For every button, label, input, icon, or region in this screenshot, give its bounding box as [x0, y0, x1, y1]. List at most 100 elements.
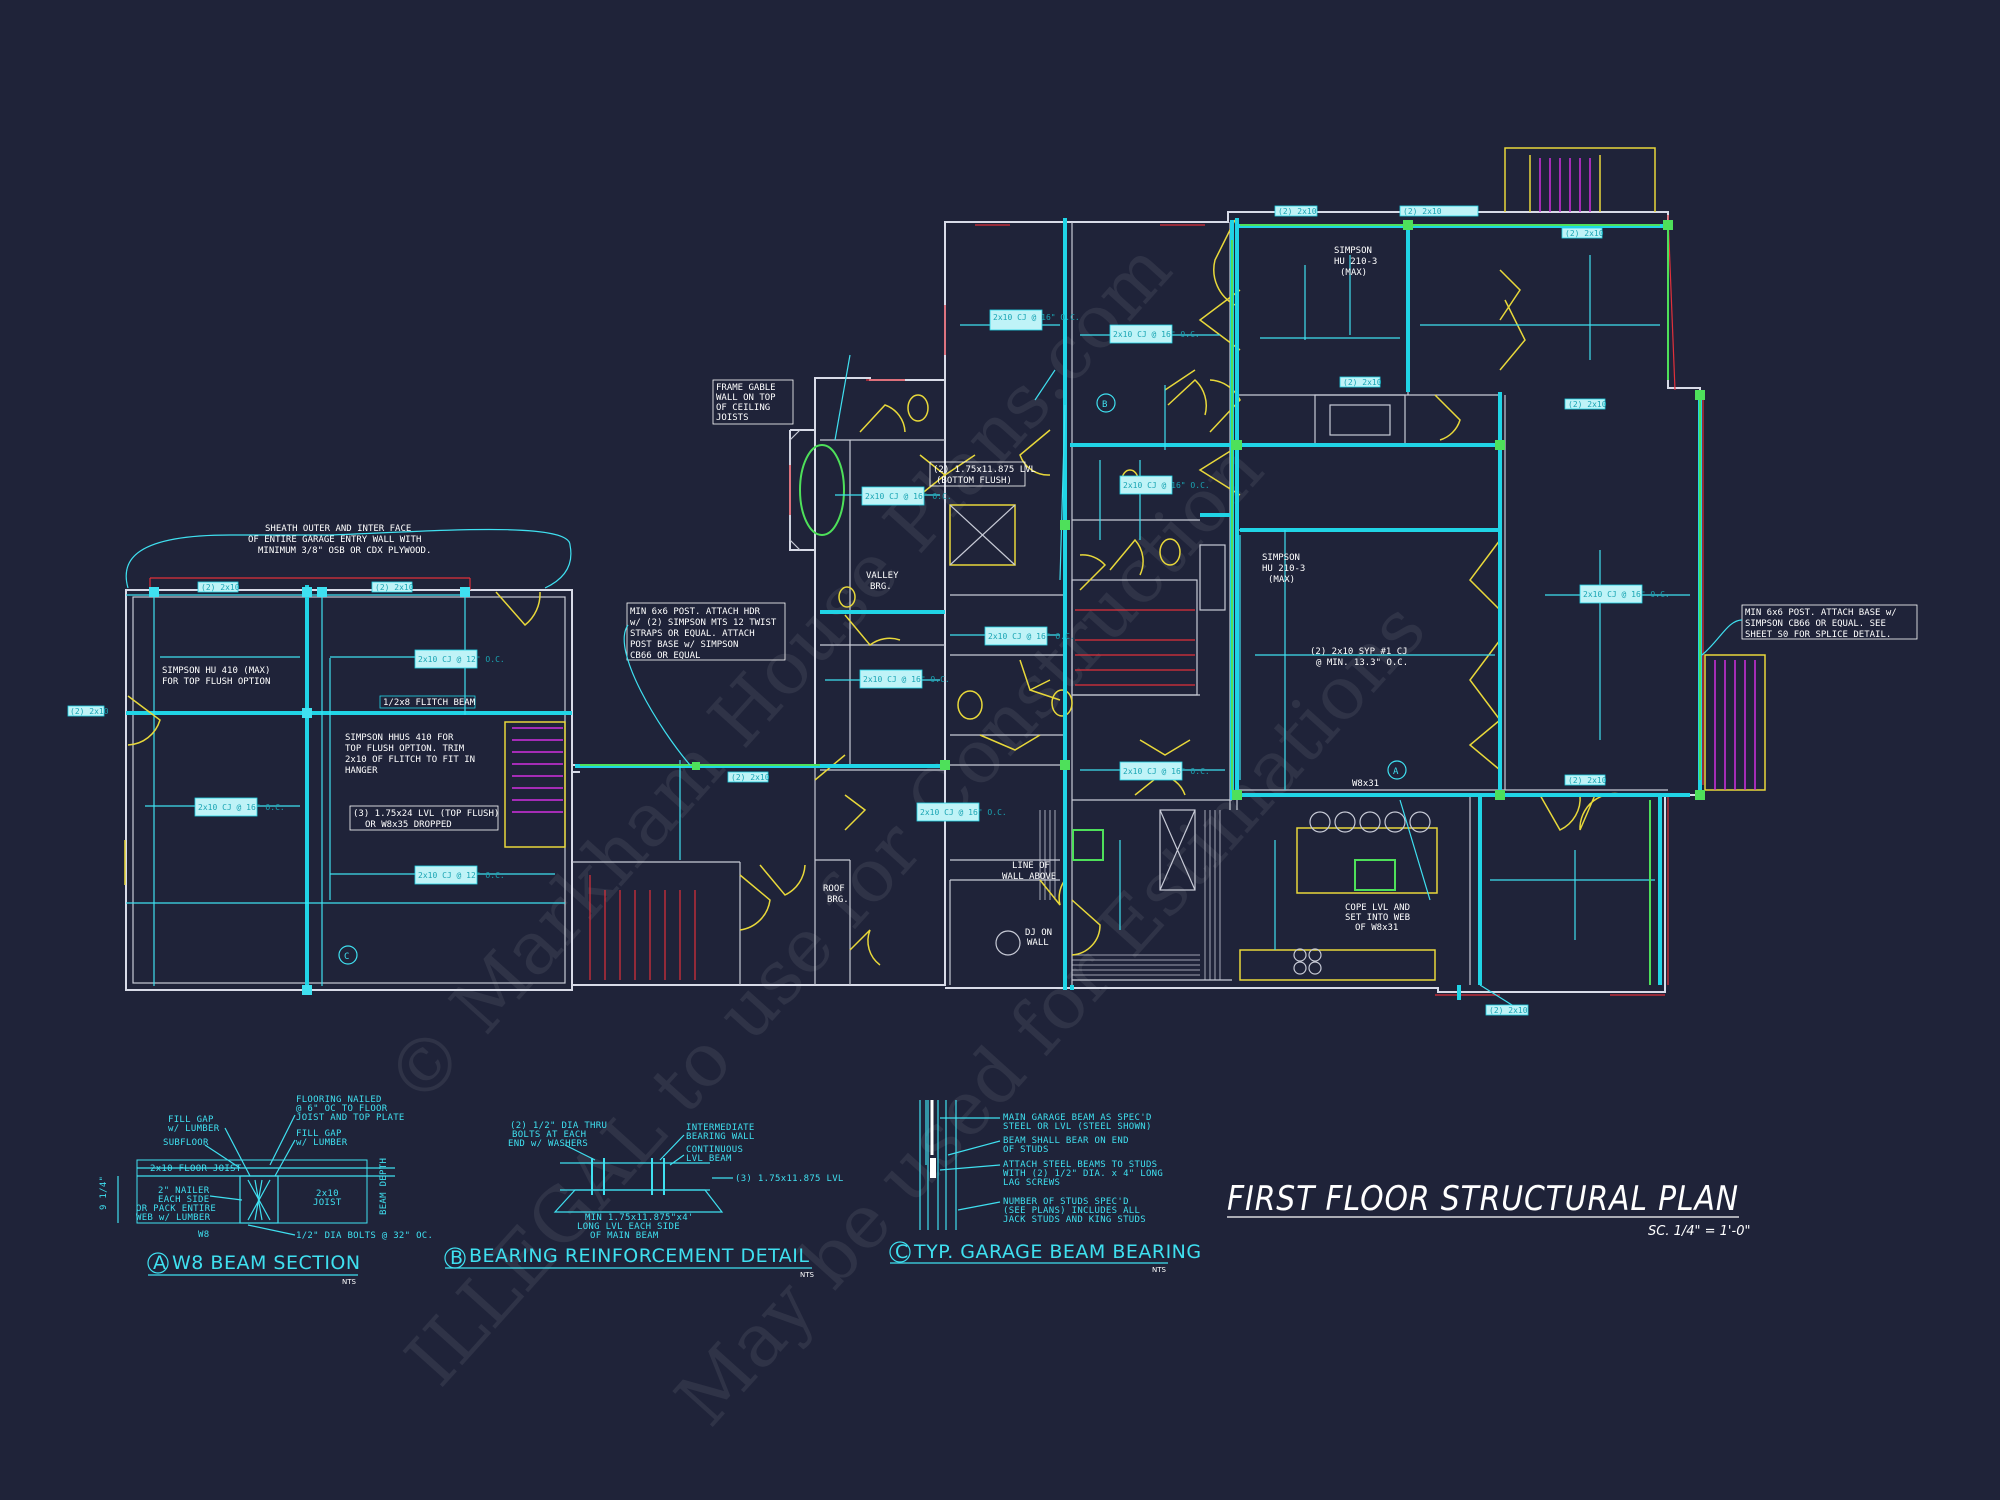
svg-text:CONTINUOUS: CONTINUOUS: [686, 1145, 743, 1155]
svg-text:SHEATH OUTER AND INTER FACE: SHEATH OUTER AND INTER FACE: [265, 524, 411, 534]
svg-text:WITH (2) 1/2" DIA. x 4" LONG: WITH (2) 1/2" DIA. x 4" LONG: [1003, 1169, 1163, 1179]
svg-text:FILL GAP: FILL GAP: [168, 1115, 214, 1125]
svg-text:2x10 CJ @ 16" O.C.: 2x10 CJ @ 16" O.C.: [988, 632, 1075, 641]
grid-bubbles: A B C: [338, 393, 1407, 965]
cj-label: 2x10 CJ @ 16" O.C.: [984, 626, 1075, 646]
svg-text:STEEL OR LVL (STEEL SHOWN): STEEL OR LVL (STEEL SHOWN): [1003, 1122, 1152, 1132]
svg-text:(3) 1.75x11.875 LVL: (3) 1.75x11.875 LVL: [735, 1174, 844, 1184]
svg-text:(2) 1.75x11.875 LVL: (2) 1.75x11.875 LVL: [933, 465, 1036, 475]
svg-text:C: C: [344, 952, 350, 962]
svg-text:(2) 2x10: (2) 2x10: [1343, 378, 1382, 387]
svg-text:B: B: [450, 1247, 464, 1269]
svg-text:(2) 2x10: (2) 2x10: [1568, 776, 1607, 785]
svg-text:CB66 OR EQUAL: CB66 OR EQUAL: [630, 651, 700, 661]
note-hu210-mid: SIMPSON HU 210-3 (MAX): [1262, 553, 1305, 585]
cj-label: 2x10 CJ @ 16" O.C.: [1119, 475, 1210, 495]
svg-text:2x10 CJ @ 16" O.C.: 2x10 CJ @ 16" O.C.: [993, 313, 1080, 322]
svg-text:2x10 CJ @ 16" O.C.: 2x10 CJ @ 16" O.C.: [1123, 767, 1210, 776]
grid-bubble-a: A: [1387, 760, 1407, 780]
note-dj: DJ ON WALL: [1025, 928, 1052, 948]
svg-text:HANGER: HANGER: [345, 766, 378, 776]
note-syp: (2) 2x10 SYP #1 CJ @ MIN. 13.3" O.C.: [1310, 647, 1408, 668]
cj-label: 2x10 CJ @ 16" O.C.: [989, 309, 1080, 331]
cj-label: 2x10 CJ @ 16" O.C.: [1109, 324, 1200, 344]
openings: [789, 214, 1704, 996]
svg-text:w/ (2) SIMPSON MTS 12 TWIST: w/ (2) SIMPSON MTS 12 TWIST: [630, 618, 777, 628]
svg-text:(2) 2x10: (2) 2x10: [201, 583, 240, 592]
grid-bubble-c: C: [338, 945, 358, 965]
svg-text:BRG.: BRG.: [827, 895, 849, 905]
svg-text:OF STUDS: OF STUDS: [1003, 1145, 1049, 1155]
svg-text:(2) 2x10: (2) 2x10: [1403, 207, 1442, 216]
sm-label: (2) 2x10: [1561, 227, 1604, 239]
svg-text:NTS: NTS: [800, 1271, 815, 1279]
svg-text:1/2" DIA BOLTS @ 32" OC.: 1/2" DIA BOLTS @ 32" OC.: [296, 1231, 433, 1241]
svg-text:WALL ABOVE: WALL ABOVE: [1002, 872, 1056, 882]
svg-text:OR PACK ENTIRE: OR PACK ENTIRE: [136, 1204, 216, 1214]
plan-notes: SHEATH OUTER AND INTER FACE OF ENTIRE GA…: [162, 246, 1918, 948]
svg-text:W8: W8: [198, 1230, 209, 1240]
svg-text:2x10 CJ @ 16" O.C.: 2x10 CJ @ 16" O.C.: [1583, 590, 1670, 599]
cj-label: 2x10 CJ @ 16" O.C.: [1119, 761, 1210, 781]
svg-text:ATTACH STEEL BEAMS TO STUDS: ATTACH STEEL BEAMS TO STUDS: [1003, 1160, 1157, 1170]
note-w8x31: W8x31: [1352, 779, 1379, 789]
door-swings: [739, 219, 1626, 966]
svg-text:LAG SCREWS: LAG SCREWS: [1003, 1178, 1060, 1188]
svg-text:WALL: WALL: [1027, 938, 1049, 948]
cj-label: 2x10 CJ @ 16" O.C.: [916, 802, 1007, 822]
svg-text:1/2x8 FLITCH BEAM: 1/2x8 FLITCH BEAM: [383, 698, 476, 708]
note-flitch: 1/2x8 FLITCH BEAM: [379, 695, 476, 709]
svg-text:A: A: [1393, 767, 1399, 777]
svg-text:BEARING REINFORCEMENT DETAIL: BEARING REINFORCEMENT DETAIL: [469, 1245, 809, 1267]
note-hhus: SIMPSON HHUS 410 FOR TOP FLUSH OPTION. T…: [345, 733, 475, 776]
svg-text:(2) 2x10: (2) 2x10: [1278, 207, 1317, 216]
svg-text:SIMPSON CB66 OR EQUAL. SEE: SIMPSON CB66 OR EQUAL. SEE: [1745, 619, 1886, 629]
svg-text:2x10 CJ @ 16" O.C.: 2x10 CJ @ 16" O.C.: [863, 675, 950, 684]
cj-label: 2x10 CJ @ 16" O.C.: [861, 486, 952, 506]
svg-text:JOISTS: JOISTS: [716, 413, 749, 423]
sm-label: (2) 2x10: [197, 581, 240, 593]
note-garage-sheath: SHEATH OUTER AND INTER FACE OF ENTIRE GA…: [248, 524, 431, 556]
joist-labels: 2x10 CJ @ 16" O.C. 2x10 CJ @ 16" O.C. 2x…: [67, 205, 1670, 1016]
sm-label: (2) 2x10: [371, 581, 414, 593]
svg-text:(3) 1.75x24 LVL (TOP FLUSH): (3) 1.75x24 LVL (TOP FLUSH): [353, 809, 499, 819]
svg-text:(BOTTOM FLUSH): (BOTTOM FLUSH): [936, 476, 1012, 486]
svg-text:SIMPSON: SIMPSON: [1262, 553, 1300, 563]
svg-text:EACH SIDE: EACH SIDE: [158, 1195, 209, 1205]
svg-text:BEAM DEPTH: BEAM DEPTH: [379, 1158, 389, 1215]
svg-text:2x10 CJ @ 16" O.C.: 2x10 CJ @ 16" O.C.: [198, 803, 285, 812]
note-post-hdr: MIN 6x6 POST. ATTACH HDR w/ (2) SIMPSON …: [623, 602, 786, 766]
svg-text:MINIMUM 3/8" OSB OR CDX PLYWOO: MINIMUM 3/8" OSB OR CDX PLYWOOD.: [258, 546, 431, 556]
svg-text:FILL GAP: FILL GAP: [296, 1129, 342, 1139]
svg-text:2" NAILER: 2" NAILER: [158, 1186, 210, 1196]
svg-text:TYP. GARAGE BEAM BEARING: TYP. GARAGE BEAM BEARING: [913, 1241, 1202, 1263]
svg-text:WALL ON TOP: WALL ON TOP: [716, 393, 776, 403]
svg-text:MIN 6x6 POST. ATTACH BASE w/: MIN 6x6 POST. ATTACH BASE w/: [1745, 608, 1897, 618]
note-lvl-bottom: (2) 1.75x11.875 LVL (BOTTOM FLUSH): [929, 461, 1036, 487]
svg-text:MIN 6x6 POST. ATTACH HDR: MIN 6x6 POST. ATTACH HDR: [630, 607, 761, 617]
svg-text:@ MIN. 13.3" O.C.: @ MIN. 13.3" O.C.: [1316, 658, 1408, 668]
svg-text:END w/ WASHERS: END w/ WASHERS: [508, 1139, 588, 1149]
svg-text:NTS: NTS: [342, 1278, 357, 1286]
svg-text:JOIST: JOIST: [313, 1198, 342, 1208]
svg-text:(2) 2x10: (2) 2x10: [70, 707, 109, 716]
svg-text:2x10: 2x10: [316, 1189, 339, 1199]
note-cope: COPE LVL AND SET INTO WEB OF W8x31: [1345, 903, 1410, 933]
svg-text:2x10 CJ @ 16" O.C.: 2x10 CJ @ 16" O.C.: [1113, 330, 1200, 339]
svg-text:w/ LUMBER: w/ LUMBER: [168, 1124, 220, 1134]
svg-text:B: B: [1102, 400, 1108, 410]
svg-text:2x10 CJ @ 16" O.C.: 2x10 CJ @ 16" O.C.: [1123, 481, 1210, 490]
svg-text:(2) 2x10: (2) 2x10: [1565, 229, 1604, 238]
svg-text:(2) 2x10: (2) 2x10: [1489, 1006, 1528, 1015]
svg-text:OF ENTIRE GARAGE ENTRY WALL WI: OF ENTIRE GARAGE ENTRY WALL WITH: [248, 535, 421, 545]
sm-label: (2) 2x10: [67, 705, 109, 717]
svg-text:A: A: [153, 1252, 167, 1274]
cj-label: 2x10 CJ @ 16" O.C.: [194, 797, 285, 817]
svg-text:COPE LVL AND: COPE LVL AND: [1345, 903, 1410, 913]
svg-text:NTS: NTS: [1152, 1266, 1167, 1274]
svg-text:FRAME GABLE: FRAME GABLE: [716, 383, 776, 393]
cj12-label: 2x10 CJ @ 12" O.C.: [414, 649, 505, 669]
svg-text:2x10 CJ @ 16" O.C.: 2x10 CJ @ 16" O.C.: [920, 808, 1007, 817]
